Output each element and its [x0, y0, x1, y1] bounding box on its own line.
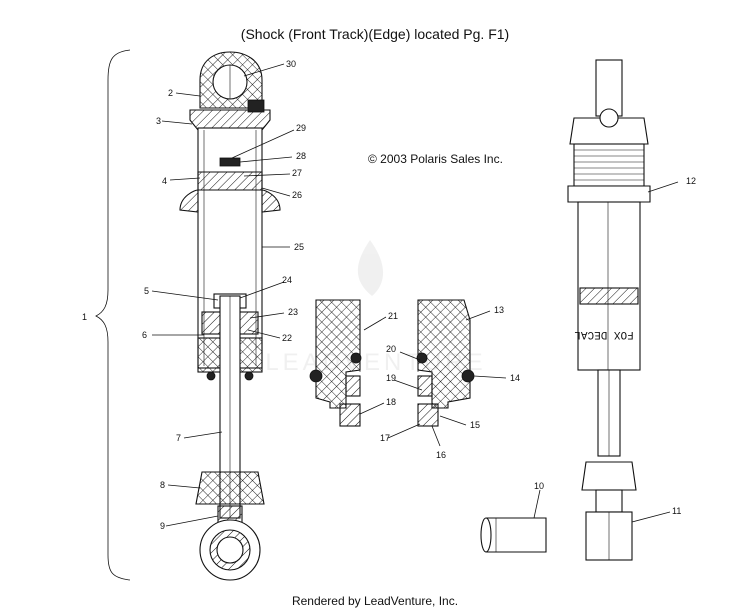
callout-1: 1: [82, 312, 87, 322]
callout-3: 3: [156, 116, 161, 126]
copyright-notice: © 2003 Polaris Sales Inc.: [368, 152, 503, 166]
decal-text: FOX DECAL: [574, 328, 633, 340]
callout-8: 8: [160, 480, 165, 490]
callout-leaders: [151, 63, 679, 527]
callout-14: 14: [510, 373, 520, 383]
callout-22: 22: [282, 333, 292, 343]
callout-20: 20: [386, 344, 396, 354]
right-shock-assembly: FOX DECAL: [567, 59, 651, 561]
callout-18: 18: [386, 397, 396, 407]
footer-credit: Rendered by LeadVenture, Inc.: [291, 594, 459, 608]
sleeve-part: [480, 517, 547, 553]
page-title: (Shock (Front Track)(Edge) located Pg. F…: [240, 26, 510, 42]
callout-2: 2: [168, 88, 173, 98]
callout-30: 30: [286, 59, 296, 69]
callout-13: 13: [494, 305, 504, 315]
callout-11: 11: [672, 506, 681, 516]
callout-28: 28: [296, 151, 306, 161]
seal-detail: [309, 299, 475, 427]
callout-16: 16: [436, 450, 446, 460]
callout-19: 19: [386, 373, 396, 383]
callout-24: 24: [282, 275, 292, 285]
callout-26: 26: [292, 190, 302, 200]
callout-6: 6: [142, 330, 147, 340]
callout-9: 9: [160, 521, 165, 531]
callout-27: 27: [292, 168, 302, 178]
callout-23: 23: [288, 307, 298, 317]
callout-5: 5: [144, 286, 149, 296]
callout-7: 7: [176, 433, 181, 443]
callout-25: 25: [294, 242, 304, 252]
callout-21: 21: [388, 311, 398, 321]
left-shock-assembly: [179, 51, 281, 581]
assembly-bracket: [95, 49, 131, 581]
callout-10: 10: [534, 481, 544, 491]
callout-12: 12: [686, 176, 696, 186]
callout-29: 29: [296, 123, 306, 133]
callout-15: 15: [470, 420, 480, 430]
callout-17: 17: [380, 433, 390, 443]
callout-4: 4: [162, 176, 167, 186]
callout-numbers: 1 2 3 4 5 6 7 8 9 10 11 12 13 14 15 16 1…: [82, 59, 696, 531]
